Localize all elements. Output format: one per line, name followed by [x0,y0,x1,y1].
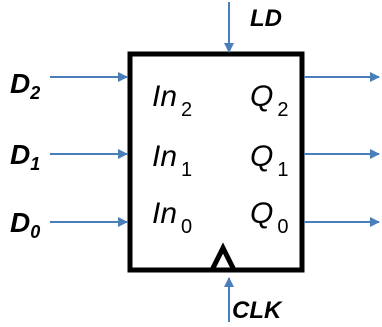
d1-letter: D [10,139,30,170]
d0-sub: 0 [30,222,40,242]
register-box [127,51,305,273]
clock-edge-icon [209,242,237,272]
in2-sub: 2 [181,99,192,121]
d0-letter: D [10,207,30,238]
in1-letter: In [152,140,177,173]
d1-label: D1 [10,139,40,174]
d2-label: D2 [10,68,40,103]
ld-label: LD [250,5,282,32]
in0-letter: In [152,197,177,230]
d2-letter: D [10,68,30,99]
in2-letter: In [152,80,177,113]
d2-sub: 2 [29,83,40,103]
in1-sub: 1 [181,159,192,181]
q2-sub: 2 [277,99,288,121]
in0-sub: 0 [181,216,192,238]
q0-letter: Q [250,197,273,230]
q2-letter: Q [250,80,273,113]
clk-label: CLK [232,297,283,324]
q1-letter: Q [250,140,273,173]
q1-sub: 1 [277,159,288,181]
q0-sub: 0 [277,216,288,238]
d0-label: D0 [10,207,40,242]
d1-sub: 1 [30,154,40,174]
